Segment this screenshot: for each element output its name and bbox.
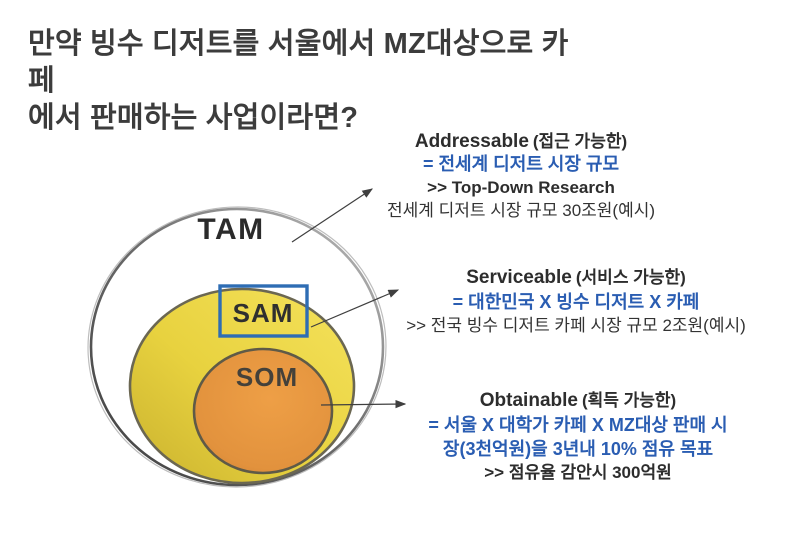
addressable-estimate: 전세계 디저트 시장 규모 30조원(예시) — [386, 201, 656, 220]
addressable-heading: Addressable(접근 가능한) — [351, 130, 691, 153]
som-circle — [192, 347, 334, 475]
obtainable-heading: Obtainable(획득 가능한) — [378, 389, 778, 413]
som-label: SOM — [236, 362, 298, 392]
addressable-method: >> Top-Down Research — [427, 178, 615, 197]
sam-highlight-box — [218, 284, 309, 338]
annotation-serviceable: Serviceable(서비스 가능한) = 대한민국 X 빙수 디저트 X 카… — [376, 266, 776, 338]
arrow-sam-to-serviceable — [310, 289, 400, 328]
obtainable-heading-ko: (획득 가능한) — [581, 391, 677, 410]
slide-title-line1: 만약 빙수 디저트를 서울에서 MZ대상으로 카페 — [28, 28, 569, 97]
serviceable-heading-en: Serviceable — [466, 267, 572, 288]
sam-label: SAM — [233, 298, 294, 328]
serviceable-estimate: >> 전국 빙수 디저트 카페 시장 규모 2조원(예시) — [406, 316, 746, 335]
slide-title-line2: 에서 판매하는 사업이라면? — [28, 102, 359, 134]
obtainable-estimate: >> 점유율 감안시 300억원 — [484, 463, 672, 482]
annotation-obtainable: Obtainable(획득 가능한) = 서울 X 대학가 카페 X MZ대상 … — [378, 389, 778, 485]
arrow-tam-to-addressable — [291, 188, 374, 243]
arrow-som-to-obtainable — [320, 399, 407, 409]
obtainable-formula-line2: 장(3천억원)을 3년내 10% 점유 목표 — [442, 439, 714, 459]
tam-circle-sketch-stroke — [87, 206, 387, 488]
slide-title: 만약 빙수 디저트를 서울에서 MZ대상으로 카페 에서 판매하는 사업이라면? — [28, 26, 588, 137]
serviceable-heading: Serviceable(서비스 가능한) — [376, 266, 776, 290]
tam-label: TAM — [197, 213, 264, 246]
annotation-addressable: Addressable(접근 가능한) = 전세계 디저트 시장 규모 >> T… — [351, 130, 691, 222]
obtainable-heading-en: Obtainable — [479, 390, 578, 411]
addressable-heading-en: Addressable — [414, 131, 529, 152]
addressable-heading-ko: (접근 가능한) — [532, 132, 628, 151]
obtainable-formula-line1: = 서울 X 대학가 카페 X MZ대상 판매 시 — [428, 415, 728, 435]
serviceable-heading-ko: (서비스 가능한) — [575, 268, 686, 287]
addressable-formula: = 전세계 디저트 시장 규모 — [422, 154, 620, 174]
serviceable-formula: = 대한민국 X 빙수 디저트 X 카페 — [452, 292, 700, 312]
